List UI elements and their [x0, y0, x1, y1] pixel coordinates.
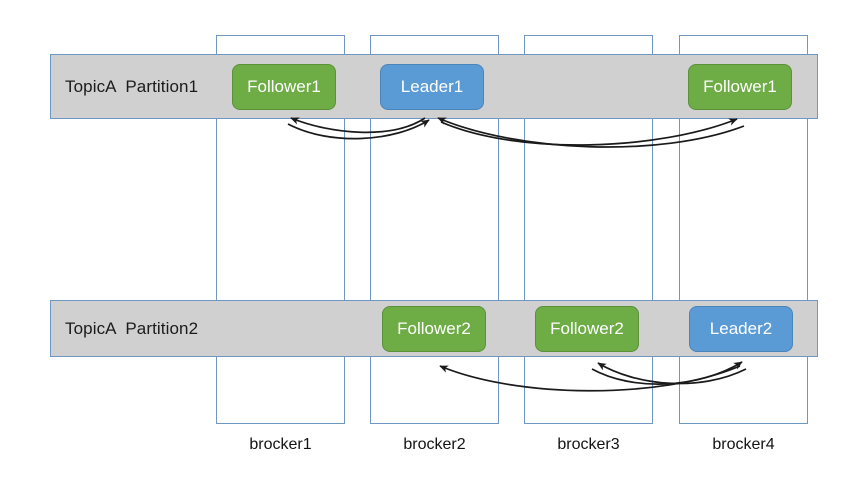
replica-node-leader1-brocker2[interactable]: Leader1 — [380, 64, 484, 110]
replica-node-follower1-brocker4[interactable]: Follower1 — [688, 64, 792, 110]
partition-label-partition1: TopicA Partition1 — [65, 76, 199, 96]
replica-node-label: Follower1 — [247, 77, 321, 96]
broker-caption-brocker1: brocker1 — [249, 436, 312, 453]
broker-column-brocker2 — [370, 35, 499, 424]
replica-node-follower1-brocker1[interactable]: Follower1 — [232, 64, 336, 110]
replica-node-label: Follower2 — [550, 319, 624, 338]
broker-caption-brocker2: brocker2 — [403, 436, 466, 453]
replica-node-label: Follower1 — [703, 77, 777, 96]
replica-node-leader2-brocker4[interactable]: Leader2 — [689, 306, 793, 352]
partition-label-partition2: TopicA Partition2 — [65, 318, 199, 338]
replica-node-label: Follower2 — [397, 319, 471, 338]
replica-node-follower2-brocker3[interactable]: Follower2 — [535, 306, 639, 352]
broker-column-brocker3 — [524, 35, 653, 424]
broker-column-brocker1 — [216, 35, 345, 424]
broker-column-brocker4 — [679, 35, 808, 424]
broker-caption-brocker4: brocker4 — [712, 436, 775, 453]
replica-node-label: Leader2 — [709, 319, 773, 338]
replica-node-follower2-brocker2[interactable]: Follower2 — [382, 306, 486, 352]
replica-node-label: Leader1 — [400, 77, 464, 96]
broker-caption-brocker3: brocker3 — [557, 436, 620, 453]
